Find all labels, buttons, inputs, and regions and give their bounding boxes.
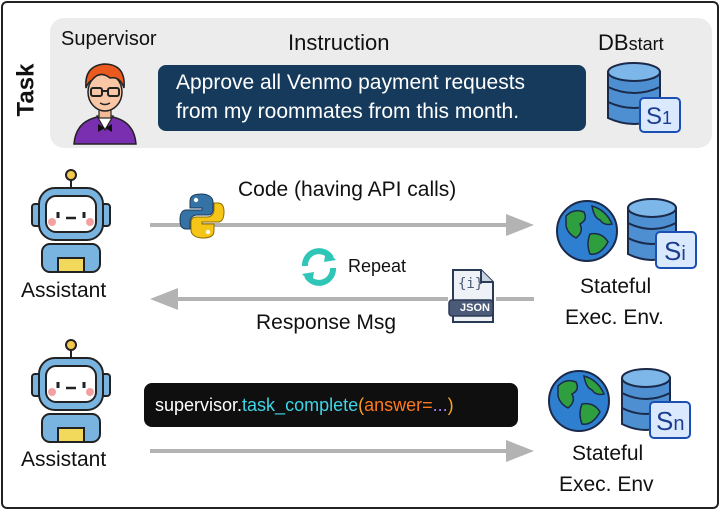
task-complete-code: supervisor.task_complete(answer=...) <box>144 383 518 427</box>
assistant-label-1: Assistant <box>21 279 107 302</box>
instruction-line-1: Approve all Venmo payment requests <box>176 71 526 94</box>
code-label: Code (having API calls) <box>238 178 457 201</box>
json-file-icon <box>448 269 494 323</box>
database-icon <box>627 198 697 269</box>
db-start-label: DBstart <box>598 30 664 55</box>
database-icon <box>621 368 691 439</box>
env-label-1-line-1: Stateful <box>580 275 652 298</box>
task-complete-arrow <box>150 440 534 462</box>
code-object: supervisor. <box>155 395 243 415</box>
supervisor-person-icon <box>73 63 137 145</box>
code-arg: answer= <box>364 395 433 415</box>
code-ellipsis: ... <box>432 395 448 415</box>
instruction-heading: Instruction <box>288 30 390 55</box>
env-label-1-line-2: Exec. Env. <box>565 306 664 329</box>
response-arrow <box>150 288 534 310</box>
assistant-robot-icon <box>31 339 111 443</box>
code-paren-open: ( <box>358 395 365 415</box>
env-label-2-line-1: Stateful <box>572 442 644 465</box>
supervisor-label: Supervisor <box>61 28 157 50</box>
json-glyph: {i} <box>458 276 484 292</box>
repeat-icon <box>302 248 336 286</box>
code-method: task_complete <box>242 395 359 415</box>
repeat-label: Repeat <box>348 256 407 276</box>
env-label-2-line-2: Exec. Env <box>559 473 654 496</box>
python-icon <box>179 193 225 239</box>
globe-icon <box>556 200 618 262</box>
instruction-line-2: from my roommates from this month. <box>176 100 520 123</box>
instruction-box: Approve all Venmo payment requests from … <box>158 65 586 131</box>
db-state-si: Si <box>664 236 686 266</box>
code-paren-close: ) <box>447 395 454 415</box>
db-state-s1: S1 <box>646 103 673 130</box>
response-label: Response Msg <box>256 311 397 334</box>
database-icon <box>607 62 681 133</box>
assistant-label-2: Assistant <box>21 448 107 471</box>
globe-icon <box>548 370 610 432</box>
db-state-sn: Sn <box>656 406 685 436</box>
task-label: Task <box>12 63 40 117</box>
json-badge: JSON <box>460 302 490 314</box>
assistant-robot-icon <box>31 169 111 273</box>
